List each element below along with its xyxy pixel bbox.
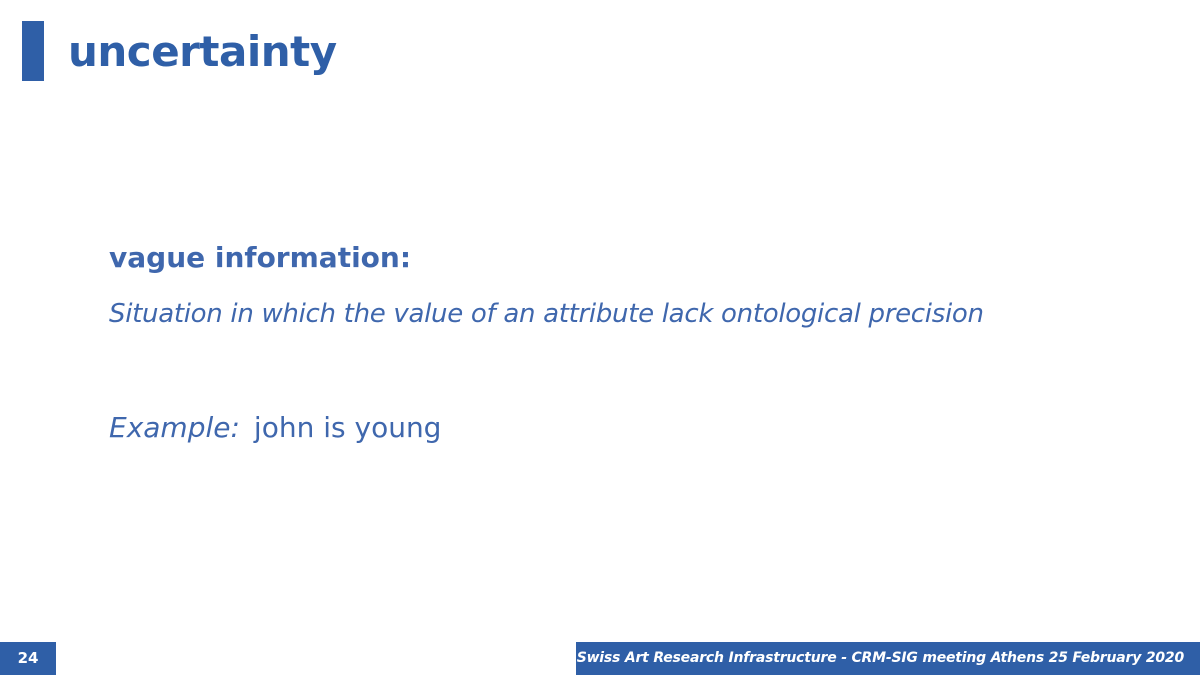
footer-banner: Swiss Art Research Infrastructure - CRM-… (576, 642, 1200, 675)
subheading: vague information: (109, 241, 412, 274)
example-label: Example: (109, 411, 240, 444)
example-text: john is young (253, 411, 442, 444)
slide-title: uncertainty (68, 27, 337, 76)
slide-content: vague information: Situation in which th… (109, 236, 1169, 448)
definition-text: Situation in which the value of an attri… (109, 299, 984, 329)
title-accent-bar (22, 21, 44, 81)
example-line: Example: john is young (109, 408, 1169, 448)
page-number: 24 (0, 642, 56, 675)
